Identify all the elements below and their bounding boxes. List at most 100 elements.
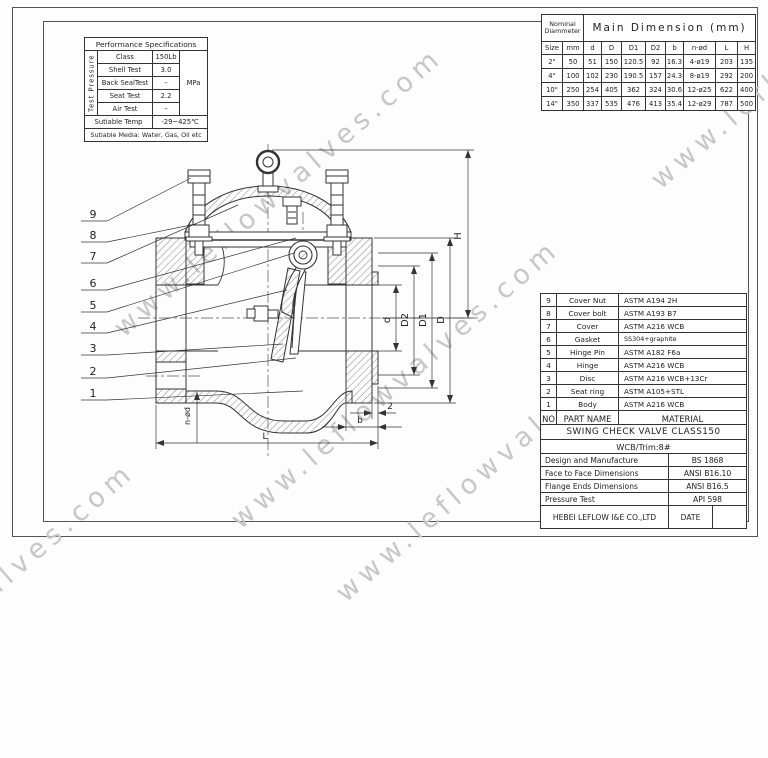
part-no: 4 [540,358,557,372]
dims-cell: 35.4 [665,96,684,111]
perf-row-value: 150Lb [152,50,180,64]
dims-col: H [736,41,757,55]
dims-cell: 190.5 [621,68,646,83]
perf-row-name: Class [97,50,153,64]
dims-cell: 24.3 [665,68,684,83]
dim-label-b: b [357,416,363,426]
dims-cell: 16.3 [665,54,684,69]
body-bottom-wall [185,390,353,434]
dims-group-right: Main Dimension (mm) [582,14,757,42]
eye-bolt [255,149,281,193]
dims-cell: 400 [736,82,757,97]
valve-cross-section-drawing: H D D1 D2 d L b 2 n-ød 9 8 7 6 5 4 3 2 1 [81,144,478,458]
dims-cell: 14" [541,96,563,111]
dims-cell: 4-ø19 [683,54,716,69]
performance-spec-table: Performance Specifications Test Pressure… [83,37,209,142]
part-material: ASTM A216 WCB+13Cr [618,371,747,385]
balloon-5: 5 [90,299,97,312]
part-no: 1 [540,397,557,411]
perf-row-name: Seat Test [97,89,153,103]
balloon-9: 9 [90,208,97,221]
part-no: 6 [540,332,557,346]
perf-unit: MPa [178,50,209,116]
dims-cell: 362 [621,82,646,97]
dims-cell: 337 [583,96,602,111]
part-name: Cover Nut [556,293,619,307]
disc-nut [253,305,269,322]
cover-plug [282,196,302,225]
title-block: SWING CHECK VALVE CLASS150 WCB/Trim:8# D… [539,424,748,529]
dim-label-2: 2 [387,402,393,412]
spec-label: Flange Ends Dimensions [540,479,669,493]
spec-value: ANSI B16.5 [667,479,748,493]
parts-material-table: 9 Cover Nut ASTM A194 2H 8 Cover bolt AS… [540,293,747,428]
dim-label-n-od: n-ød [183,407,192,425]
dim-label-d: d [382,317,393,323]
balloon-2: 2 [90,365,97,378]
part-material: ASTM A216 WCB [618,358,747,372]
part-material: ASTM A194 2H [618,293,747,307]
perf-side-label: Test Pressure [84,50,98,116]
dims-group-left: Nominal Diammeter [541,14,584,42]
part-no: 3 [540,371,557,385]
perf-row-value: – [152,76,180,90]
balloon-leaders [81,177,304,401]
dims-cell: 787 [715,96,738,111]
dim-label-D1: D1 [418,313,429,327]
dims-cell: 203 [715,54,738,69]
balloon-8: 8 [90,229,97,242]
dims-col: D1 [621,41,646,55]
dims-cell: 30.6 [665,82,684,97]
part-name: Gasket [556,332,619,346]
spec-label: Design and Manufacture [540,453,669,467]
part-no: 7 [540,319,557,333]
part-no: 5 [540,345,557,359]
date-value-empty [711,505,748,529]
dims-cell: 200 [736,68,757,83]
part-material: ASTM A105+STL [618,384,747,398]
disc [246,267,301,363]
dims-cell: 8-ø19 [683,68,716,83]
valve-body [155,237,379,434]
part-no: 8 [540,306,557,320]
dims-cell: 292 [715,68,738,83]
dims-col: n-ød [683,41,716,55]
hinge-pin [288,240,318,270]
sheet-border-inner [43,21,749,522]
dims-cell: 230 [601,68,622,83]
dims-cell: 12-ø29 [683,96,716,111]
perf-row-value: 3.0 [152,63,180,77]
spec-value: API 598 [667,492,748,506]
perf-row-value: 2.2 [152,89,180,103]
perf-title: Performance Specifications [83,37,209,51]
dims-col: d [583,41,602,55]
dims-col: mm [562,41,584,55]
balloon-7: 7 [90,250,97,263]
dims-col: D [601,41,622,55]
dims-col: L [715,41,738,55]
part-name: Cover bolt [556,306,619,320]
product-title: SWING CHECK VALVE CLASS150 [539,424,748,440]
dims-cell: 350 [562,96,584,111]
part-name: Seat ring [556,384,619,398]
right-flange [345,237,379,404]
sheet-border-outer [12,7,758,537]
dims-col: Size [541,41,563,55]
product-subtitle: WCB/Trim:8# [539,439,748,454]
cover-flange [184,231,352,248]
part-material: ASTM A182 F6a [618,345,747,359]
dims-cell: 535 [601,96,622,111]
perf-row-name: Shell Test [97,63,153,77]
part-material: ASTM A216 WCB [618,397,747,411]
part-name: Hinge [556,358,619,372]
dims-cell: 92 [645,54,666,69]
dims-cell: 2" [541,54,563,69]
dims-cell: 12-ø25 [683,82,716,97]
balloon-6: 6 [90,277,97,290]
dims-col: D2 [645,41,666,55]
part-no: 2 [540,384,557,398]
dims-cell: 405 [601,82,622,97]
dims-cell: 324 [645,82,666,97]
dims-cell: 135 [736,54,757,69]
